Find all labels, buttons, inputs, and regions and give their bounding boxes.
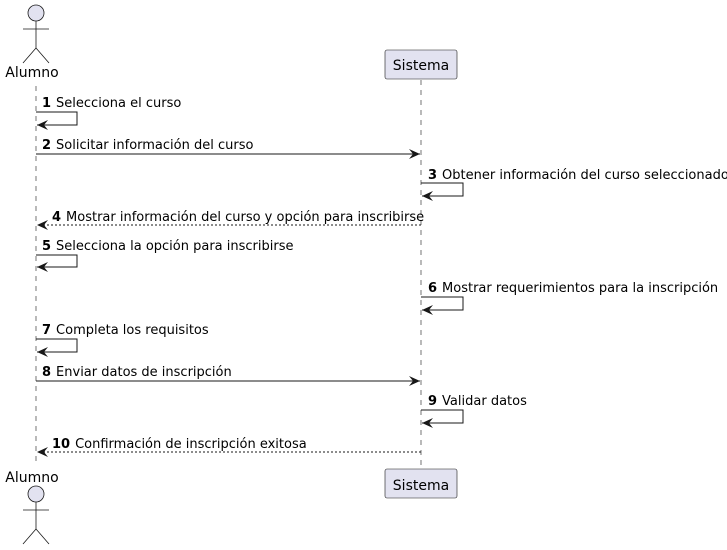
message-number: 4 <box>52 210 61 225</box>
message-label: Selecciona la opción para inscribirse <box>56 239 293 254</box>
alumno-actor-bottom: Alumno <box>5 470 59 545</box>
message-3: 3 Obtener información del curso seleccion… <box>421 168 727 201</box>
message-number: 5 <box>42 239 51 254</box>
message-label: Enviar datos de inscripción <box>56 365 232 380</box>
alumno-label-top: Alumno <box>5 65 58 81</box>
message-number: 9 <box>428 394 437 409</box>
sistema-participant-top: Sistema <box>384 49 458 80</box>
message-label: Mostrar requerimientos para la inscripci… <box>442 281 718 296</box>
sistema-participant-bottom: Sistema <box>384 468 458 499</box>
actor-stick-figure-icon <box>22 485 50 545</box>
sistema-label-top: Sistema <box>393 58 449 74</box>
message-number: 7 <box>42 323 51 338</box>
message-label: Obtener información del curso selecciona… <box>442 168 727 183</box>
message-label: Confirmación de inscripción exitosa <box>75 437 307 452</box>
message-label: Solicitar información del curso <box>56 138 253 153</box>
message-10: 10 Confirmación de inscripción exitosa <box>37 437 421 457</box>
message-number: 6 <box>428 281 437 296</box>
message-label: Completa los requisitos <box>56 323 209 338</box>
message-number: 8 <box>42 365 51 380</box>
message-4: 4 Mostrar información del curso y opción … <box>37 210 424 230</box>
alumno-label-bottom: Alumno <box>5 470 58 486</box>
message-number: 1 <box>42 96 51 111</box>
message-8: 8 Enviar datos de inscripción <box>36 365 420 386</box>
message-6: 6 Mostrar requerimientos para la inscripc… <box>421 281 718 315</box>
message-label: Mostrar información del curso y opción p… <box>66 210 424 225</box>
message-1: 1 Selecciona el curso <box>36 96 181 130</box>
message-7: 7 Completa los requisitos <box>36 323 209 357</box>
message-2: 2 Solicitar información del curso <box>36 138 420 159</box>
message-9: 9 Validar datos <box>421 394 527 428</box>
message-number: 2 <box>42 138 51 153</box>
message-5: 5 Selecciona la opción para inscribirse <box>36 239 293 272</box>
message-label: Validar datos <box>442 394 527 409</box>
message-number: 10 <box>52 437 70 452</box>
message-number: 3 <box>428 168 437 183</box>
alumno-actor-top: Alumno <box>5 4 59 81</box>
actor-stick-figure-icon <box>22 4 50 64</box>
message-label: Selecciona el curso <box>56 96 181 111</box>
sistema-label-bottom: Sistema <box>393 478 449 494</box>
